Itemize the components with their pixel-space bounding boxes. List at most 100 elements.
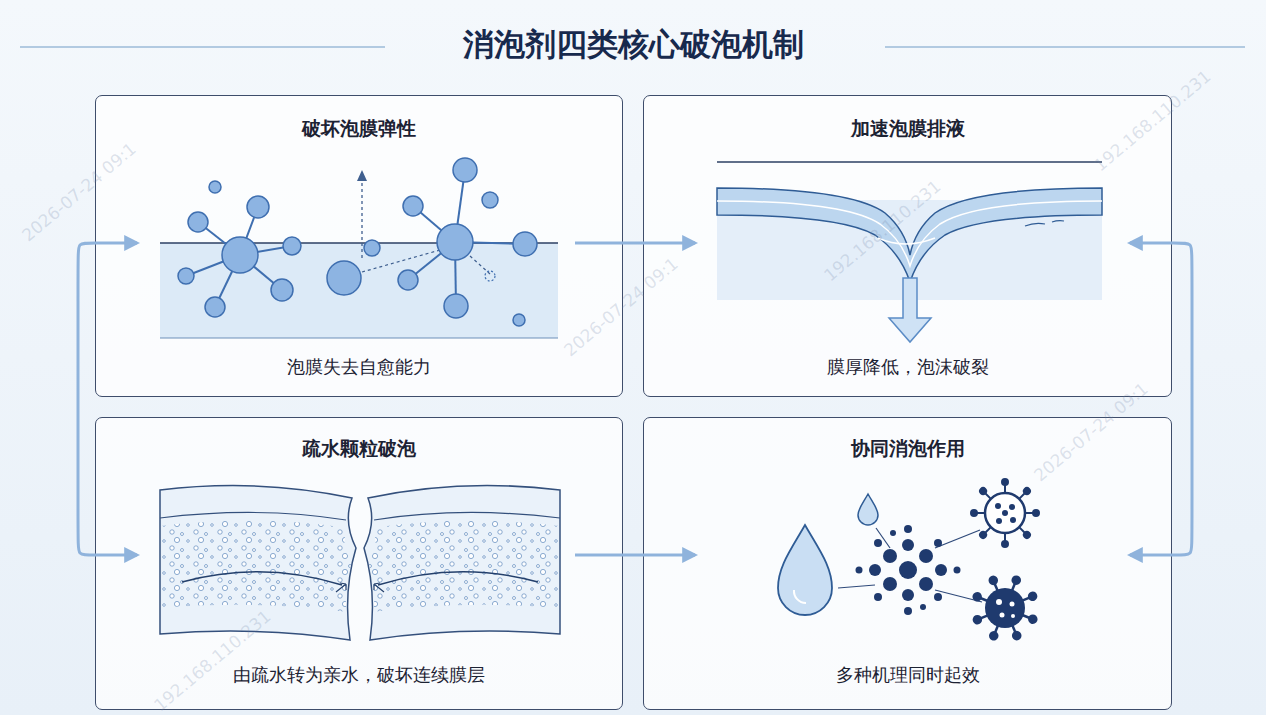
watermark: 192.168.110.231 — [820, 176, 945, 285]
film-curve — [182, 572, 342, 585]
spike-knob — [1028, 615, 1037, 624]
watermark: 192.168.110.231 — [150, 606, 275, 715]
dashed-line — [362, 250, 440, 272]
spike-knob — [989, 576, 998, 585]
cluster-dot — [934, 593, 942, 601]
virus-spike — [984, 527, 990, 533]
virus-spike — [1004, 533, 1006, 542]
molecule-bond — [455, 242, 456, 306]
molecule-atom — [403, 196, 423, 216]
virus-spike — [1022, 597, 1031, 601]
cluster-dot — [874, 539, 882, 547]
thinning-film — [717, 188, 1102, 282]
loose-atom — [482, 192, 498, 208]
molecule-hub — [437, 224, 473, 260]
panel-caption: 泡膜失去自愈能力 — [106, 354, 612, 380]
dashed-line — [470, 256, 490, 274]
flow-arrow — [575, 554, 695, 557]
molecule-bond — [240, 207, 258, 255]
molecule-atom — [247, 196, 269, 218]
cluster-dot — [883, 549, 897, 563]
spike-knob — [971, 510, 977, 516]
virus-dot — [996, 599, 1002, 605]
spike-knob — [1012, 631, 1021, 640]
dashed-arrow — [361, 180, 362, 258]
molecule-atom — [188, 212, 208, 232]
virus-spike — [1019, 527, 1025, 533]
film-curve — [378, 572, 538, 585]
virus-dot — [1010, 517, 1016, 523]
molecule-atom — [271, 279, 293, 301]
spike-knob — [973, 592, 982, 601]
link-line — [876, 528, 890, 548]
liquid-film — [160, 243, 558, 338]
panel-heading: 破坏泡膜弹性 — [106, 115, 612, 141]
spike-knob — [1028, 592, 1037, 601]
molecule-bond — [240, 246, 292, 255]
molecule-atom — [283, 237, 301, 255]
virus-spike — [1004, 484, 1006, 493]
spike-knob — [1002, 541, 1008, 547]
cluster-dot — [919, 549, 933, 563]
virus-dot — [1009, 504, 1015, 510]
cluster-dot — [890, 530, 896, 536]
spike-knob — [1012, 576, 1021, 585]
panel-caption: 膜厚降低，泡沫破裂 — [654, 354, 1161, 380]
molecule-bond — [215, 255, 240, 307]
virus-spike — [976, 512, 985, 514]
cluster-dot — [869, 564, 881, 576]
loose-atom — [327, 261, 361, 295]
film-highlight — [878, 238, 935, 244]
flow-arrow — [78, 243, 137, 555]
virus-spike — [1019, 492, 1025, 498]
film-piece — [160, 486, 356, 641]
cluster-dot — [935, 564, 947, 576]
molecule-hub — [222, 237, 258, 273]
virus-spike — [1012, 582, 1016, 591]
liquid-body — [717, 200, 1102, 300]
water-drop — [778, 525, 832, 615]
cluster-dot — [920, 604, 926, 610]
cluster-dot — [899, 561, 917, 579]
loose-atom — [364, 240, 380, 256]
spike-knob — [989, 631, 998, 640]
spike-knob — [979, 531, 987, 539]
cluster-dot — [902, 539, 914, 551]
virus-dot — [996, 518, 1002, 524]
molecule-atom — [178, 268, 194, 284]
virus-dot — [995, 503, 1001, 509]
molecule-bond — [455, 242, 525, 244]
loose-atom — [513, 314, 525, 326]
arrow-tip — [357, 170, 367, 181]
virus-dot — [1002, 510, 1008, 516]
panel-heading: 加速泡膜排液 — [654, 115, 1161, 141]
flow-mark — [1052, 221, 1064, 222]
spike-knob — [1033, 510, 1039, 516]
spike-knob — [973, 615, 982, 624]
film-highlight — [717, 201, 1102, 266]
mechanism-panel: 疏水颗粒破泡由疏水转为亲水，破坏连续膜层 — [95, 417, 623, 710]
diagram-title: 消泡剂四类核心破泡机制 — [383, 24, 883, 64]
watermark: 2026-07-24 09:1 — [1030, 378, 1152, 485]
flow-mark — [1025, 223, 1045, 226]
ghost-atom — [485, 271, 495, 281]
spike-knob — [979, 487, 987, 495]
panel-caption: 由疏水转为亲水，破坏连续膜层 — [106, 662, 612, 688]
cluster-dot — [902, 589, 914, 601]
watermark: 192.168.110.231 — [1090, 66, 1215, 175]
panel-heading: 疏水颗粒破泡 — [106, 435, 612, 461]
watermark: 2026-07-24 09:1 — [18, 138, 140, 245]
mechanism-panel: 破坏泡膜弹性泡膜失去自愈能力 — [95, 95, 623, 397]
molecule-bond — [240, 255, 282, 290]
spike-knob — [1023, 531, 1031, 539]
cluster-dot — [856, 567, 863, 574]
molecule-atom — [453, 158, 477, 182]
virus-spike — [1012, 625, 1016, 634]
drop-highlight — [794, 590, 806, 603]
drain-arrow — [889, 278, 931, 342]
cluster-dot — [934, 539, 942, 547]
bubble-zone — [368, 520, 560, 612]
virus-spike — [984, 492, 990, 498]
film-surface — [160, 242, 558, 243]
link-line — [838, 585, 875, 588]
